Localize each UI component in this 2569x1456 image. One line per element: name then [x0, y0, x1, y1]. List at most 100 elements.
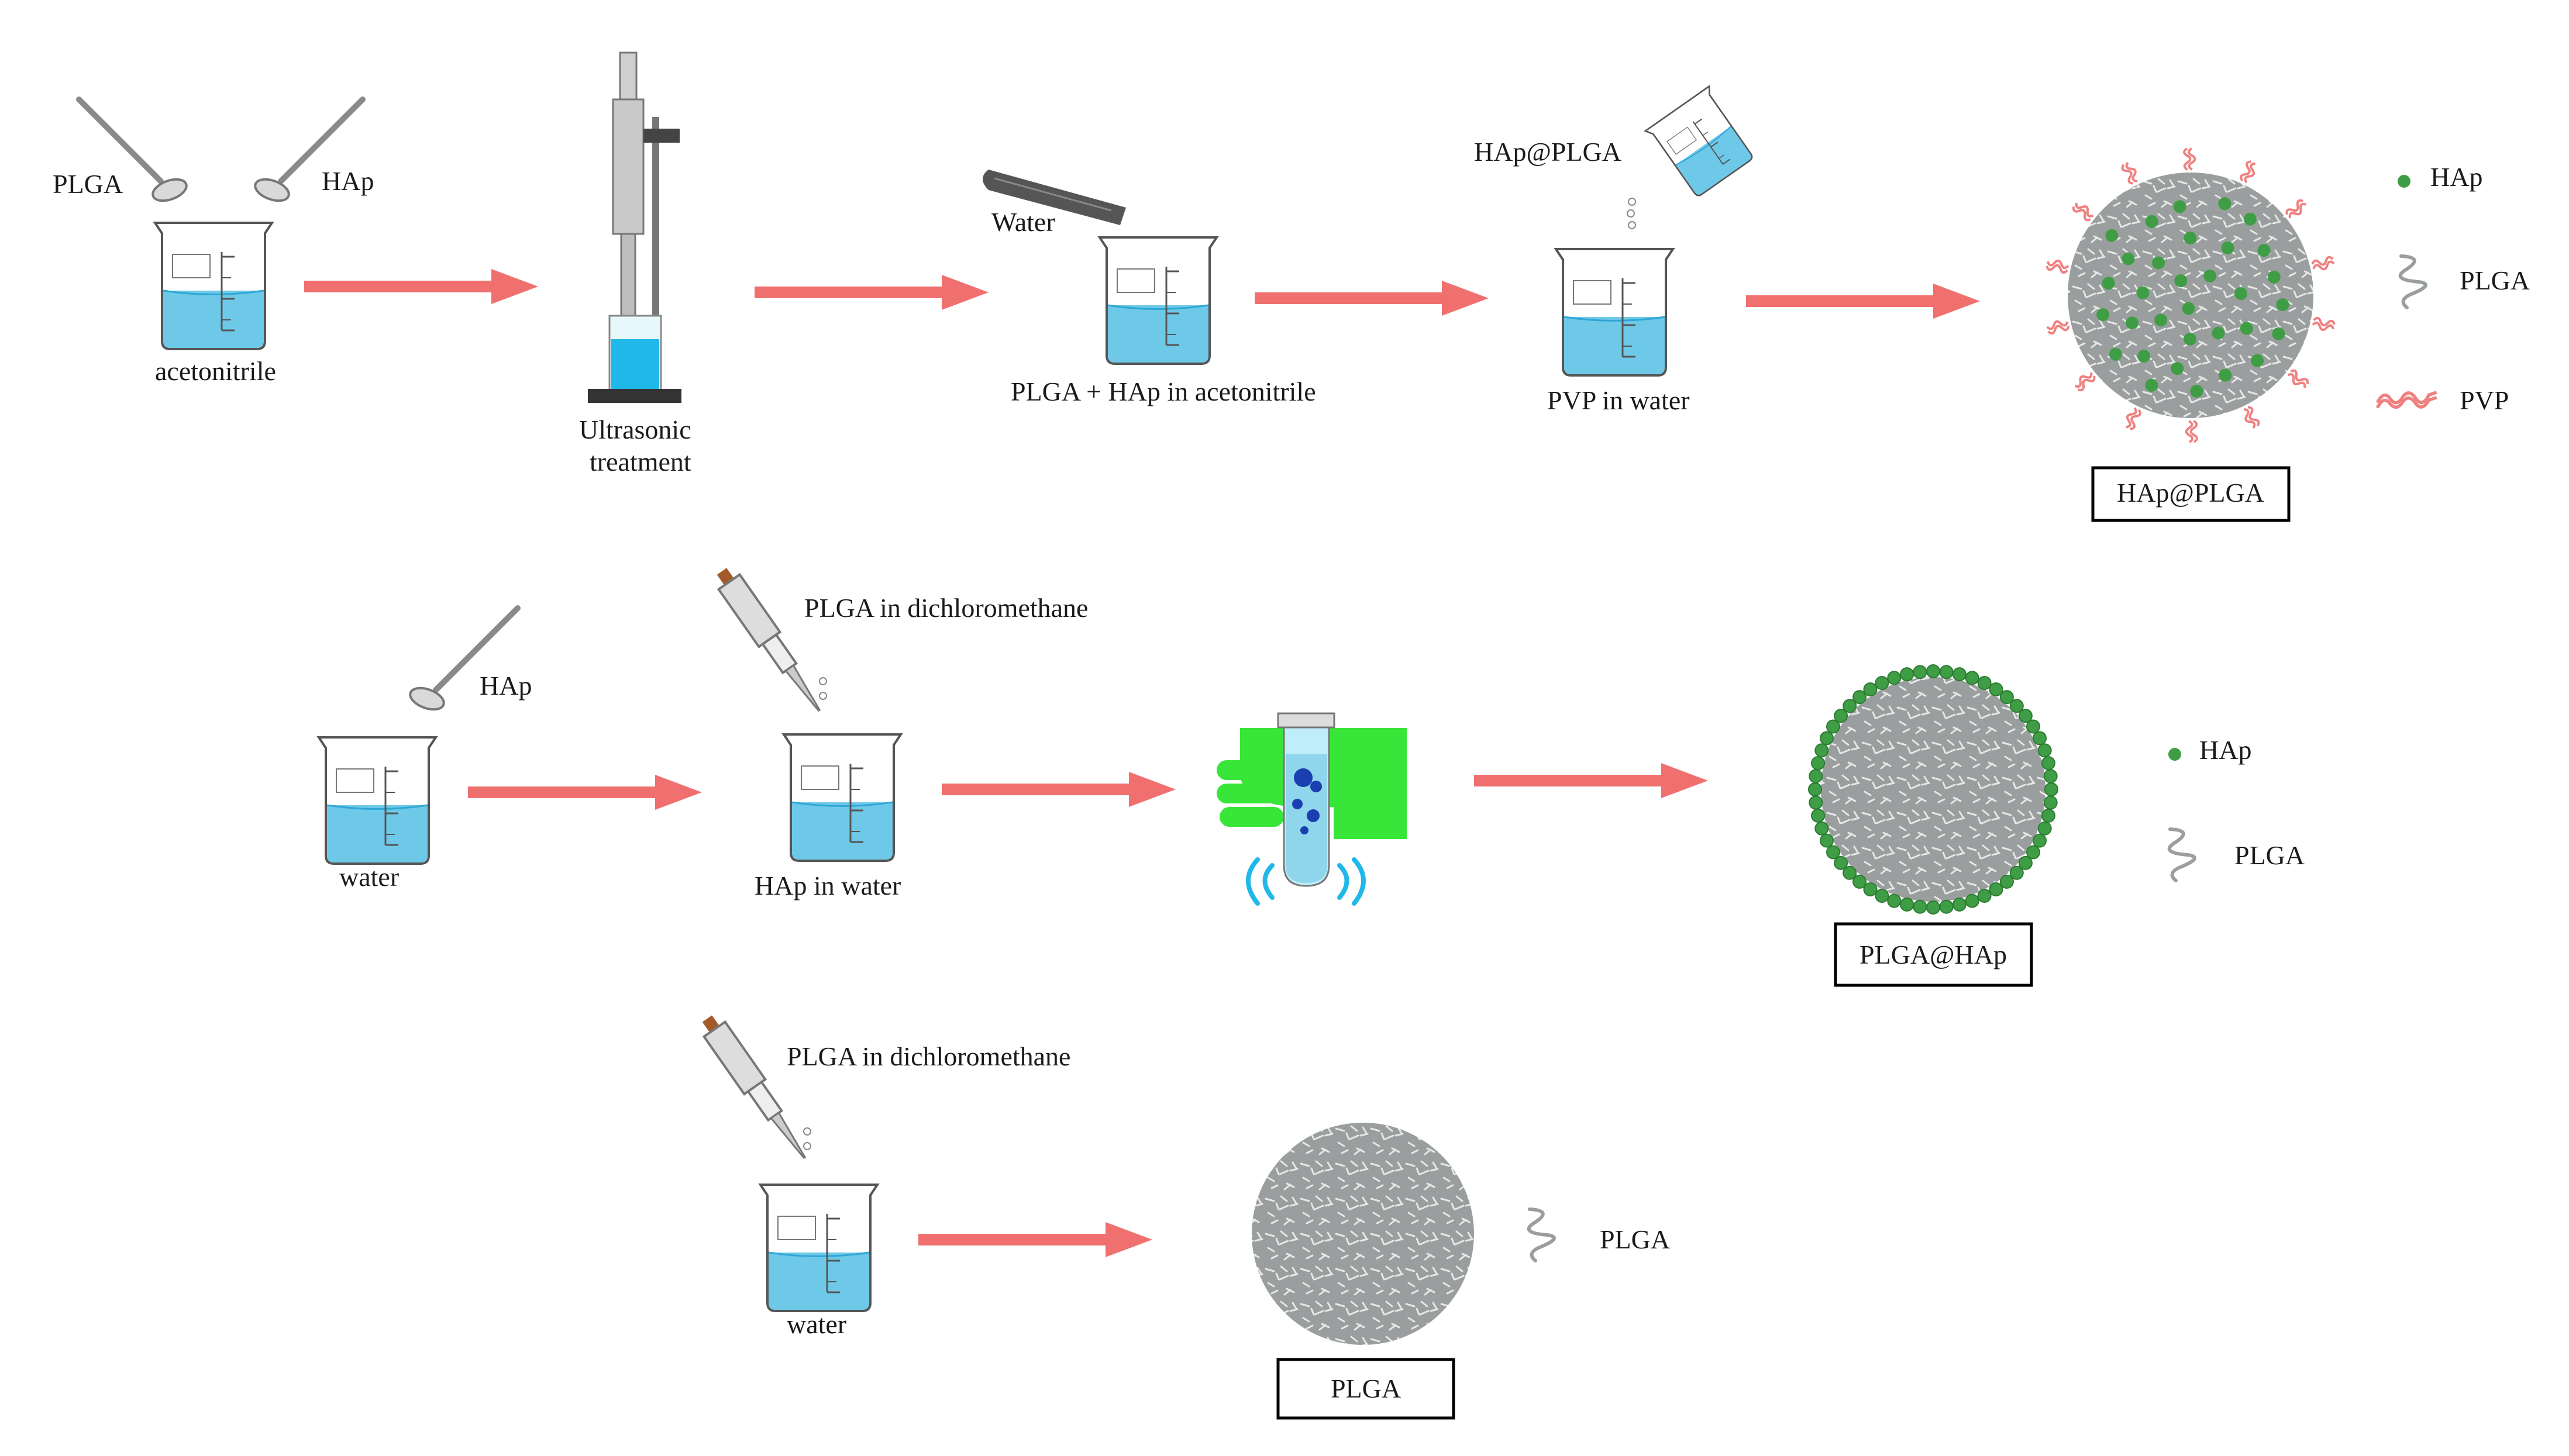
- row1-acetonitrile-label: acetonitrile: [155, 356, 276, 386]
- row3-pipette-drops: [803, 1127, 811, 1150]
- hap-dot-icon: [2096, 308, 2110, 322]
- hap-dot-icon: [1965, 893, 1979, 908]
- hap-dot-icon: [1926, 664, 1940, 678]
- hap-dot-icon: [1843, 865, 1857, 880]
- hap-dot-icon: [1926, 900, 1940, 915]
- legend1-plga-strand-icon: [2401, 256, 2426, 308]
- hap-dot-icon: [2041, 808, 2055, 823]
- legend2-hap-label: HAp: [2199, 735, 2251, 765]
- hap-dot-icon: [1863, 882, 1878, 896]
- hap-plga-frame: [2091, 466, 2291, 522]
- hap-dot-icon: [2234, 287, 2247, 301]
- hap-dot-icon: [2152, 256, 2165, 270]
- row2-beaker-hap: [783, 733, 902, 862]
- hap-dot-icon: [2044, 782, 2058, 796]
- pvp-strand-icon: [2183, 147, 2196, 171]
- row2-arrow-2: [942, 772, 1176, 807]
- legend3-plga-label: PLGA: [1600, 1224, 1670, 1254]
- row1-arrow-3: [1255, 281, 1489, 316]
- row3-arrow-1: [918, 1222, 1152, 1257]
- plga-product-label: PLGA: [1331, 1374, 1401, 1403]
- pvp-strands: [2045, 147, 2336, 443]
- legend2-plga-label: PLGA: [2234, 840, 2305, 870]
- hap-dot-icon: [2154, 313, 2168, 327]
- legend1-hap-dot-icon: [2398, 175, 2410, 188]
- hap-dot-icon: [2136, 286, 2150, 299]
- hap-dot-icon: [1826, 845, 1840, 860]
- hap-dot-icon: [1852, 690, 1867, 705]
- mix-label: PLGA + HAp in acetonitrile: [1011, 377, 1316, 406]
- hap-dot-icon: [2171, 362, 2184, 375]
- pvp-water-label: PVP in water: [1547, 385, 1690, 415]
- legend2-hap-dot-icon: [2168, 748, 2181, 761]
- ultrasonicator-icon: [588, 51, 681, 403]
- hap-dot-icon: [2033, 731, 2047, 746]
- pvp-strand-icon: [2121, 161, 2138, 185]
- row1-plga-label: PLGA: [53, 169, 123, 199]
- legend2-plga-strand-icon: [2169, 829, 2195, 881]
- hap-plga-nanoparticle-icon: [2045, 147, 2336, 443]
- hap-dot-icon: [2105, 229, 2119, 242]
- row3-beaker-water: [759, 1184, 879, 1312]
- hap-dot-icon: [2043, 795, 2058, 810]
- plga-hap-nanoparticle-icon: [1808, 664, 2058, 915]
- hap-dot-icon: [1843, 699, 1857, 713]
- water-tube-icon: [983, 170, 1126, 225]
- shake-waves-icon: [1246, 857, 1366, 906]
- pvp-strand-icon: [2046, 320, 2070, 335]
- hap-dot-icon: [1887, 893, 1902, 908]
- hap-dot-icon: [1887, 671, 1902, 685]
- hap-dot-icon: [1863, 682, 1878, 696]
- row1-beaker-pvp: [1555, 248, 1674, 377]
- row2-arrow-3: [1474, 763, 1708, 798]
- row2-arrow-1: [468, 775, 702, 810]
- row2-pipette-drops: [819, 677, 827, 700]
- row3-pipette-icon: [699, 1010, 816, 1167]
- hap-dot-icon: [1913, 665, 1927, 679]
- row2-hap-label: HAp: [480, 671, 532, 701]
- row2-pipette-icon: [714, 563, 831, 719]
- hap-dot-icon: [1989, 682, 2003, 696]
- hap-dot-icon: [1965, 671, 1979, 685]
- hap-dot-icon: [2203, 270, 2217, 282]
- test-tube-icon: [1277, 712, 1335, 887]
- hap-dot-icon: [1939, 665, 1954, 679]
- row1-arrow-4: [1746, 284, 1980, 319]
- water-label: Water: [991, 207, 1055, 237]
- hap-dot-icon: [2173, 200, 2186, 213]
- hap-dot-icon: [2267, 270, 2281, 284]
- hap-dot-icon: [1820, 731, 1834, 746]
- row1-arrow-1: [304, 269, 538, 304]
- hap-dot-icon: [1809, 769, 1823, 784]
- plga-frame: [1276, 1358, 1455, 1420]
- hap-dot-icon: [1809, 795, 1823, 810]
- row3-pipette-label: PLGA in dichloromethane: [787, 1041, 1070, 1071]
- hap-dot-icon: [2184, 333, 2197, 346]
- hap-dot-icon: [2122, 252, 2135, 265]
- hap-dot-icon: [2026, 719, 2040, 734]
- hap-dot-icon: [2219, 368, 2232, 382]
- hap-dot-icon: [2272, 327, 2285, 340]
- pvp-strand-icon: [2311, 256, 2335, 271]
- ultrasonic-label-line1: Ultrasonic: [579, 415, 691, 444]
- hap-dot-icon: [1913, 899, 1927, 914]
- hap-dot-icon: [2102, 277, 2115, 290]
- hap-dot-icon: [2037, 821, 2052, 836]
- hap-dot-icon: [1811, 756, 1826, 771]
- hap-dot-icon: [1952, 667, 1967, 682]
- hap-dot-icon: [2221, 241, 2234, 254]
- pvp-strand-icon: [2243, 406, 2260, 429]
- hap-dot-icon: [1852, 874, 1867, 889]
- pvp-strand-icon: [2285, 199, 2307, 219]
- row1-beaker-acetonitrile: [154, 222, 273, 350]
- pvp-strand-icon: [2072, 202, 2094, 222]
- hap-dot-icon: [2009, 865, 2024, 880]
- hap-dot-icon: [1977, 676, 1992, 690]
- pouring-beaker-icon: [1644, 85, 1759, 201]
- hap-dot-icon: [2018, 855, 2033, 870]
- legend1-plga-label: PLGA: [2460, 265, 2530, 295]
- hap-dot-icon: [1834, 855, 1848, 870]
- hap-dot-icon: [2240, 322, 2253, 335]
- pvp-strand-icon: [2126, 407, 2141, 430]
- hap-dot-icon: [2212, 326, 2225, 340]
